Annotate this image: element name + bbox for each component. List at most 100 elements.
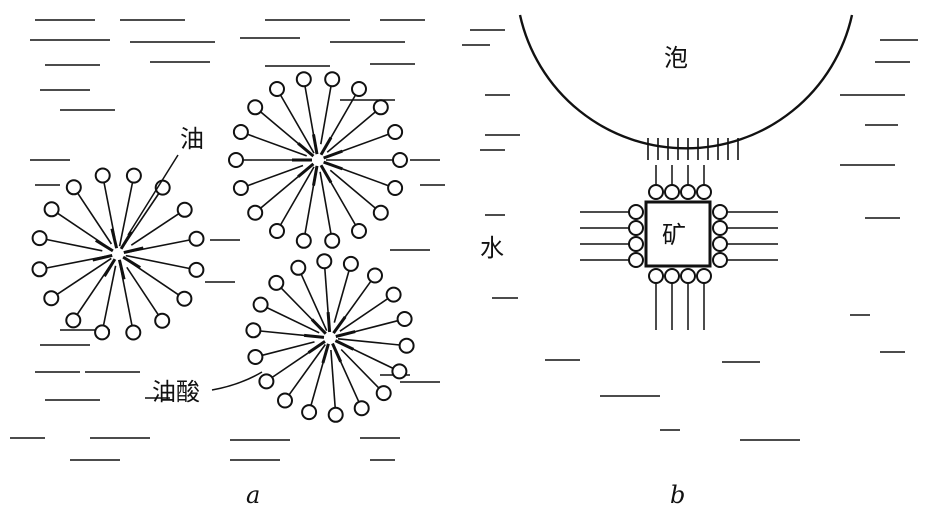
oleic-acid-head — [375, 385, 392, 402]
oleic-acid-tail — [300, 273, 328, 332]
oleic-acid-head — [228, 152, 244, 168]
oleic-acid-tail — [57, 212, 112, 251]
oleic-acid-tail — [319, 171, 332, 235]
oleic-acid-tail — [332, 133, 389, 156]
oleic-acid-tail — [77, 192, 113, 245]
oleic-acid-tail — [262, 341, 315, 357]
oleic-acid-head — [387, 180, 404, 196]
oleic-acid-tail — [56, 257, 112, 295]
collector-head — [712, 204, 728, 220]
oleic-acid-tail — [247, 133, 307, 157]
oleic-acid-head — [94, 324, 111, 341]
oil-segment — [110, 228, 119, 249]
oleic-acid-tail — [304, 175, 316, 235]
oleic-acid-head — [290, 259, 307, 276]
oleic-acid-tail — [330, 349, 336, 408]
oleic-acid-tail — [125, 254, 190, 270]
oleic-acid-tail — [324, 268, 330, 327]
oleic-acid-head — [65, 312, 82, 329]
oleic-acid-head — [269, 81, 285, 97]
oleic-acid-tail — [337, 338, 400, 346]
oleic-acid-tail — [326, 111, 377, 153]
oleic-acid-tail — [329, 169, 377, 209]
oleic-acid-tail — [76, 266, 110, 315]
oleic-acid-tail — [288, 344, 326, 396]
oleic-acid-head — [324, 71, 341, 88]
oil-segment — [103, 258, 117, 277]
oleic-acid-head — [247, 349, 264, 365]
oleic-acid-head — [327, 406, 344, 423]
collector-head — [648, 184, 664, 200]
collector-head — [628, 252, 644, 268]
oleic-acid-tail — [304, 85, 317, 149]
oleic-acid-tail — [321, 94, 357, 154]
oleic-acid-tail — [333, 270, 350, 323]
water-label: 水 — [480, 234, 504, 262]
oleic-acid-head — [367, 267, 383, 284]
oleic-acid-tail — [329, 163, 389, 187]
oleic-acid-label: 油酸 — [152, 378, 200, 406]
oleic-acid-tail — [124, 193, 160, 245]
oleic-acid-head — [247, 99, 264, 116]
oleic-acid-head — [295, 232, 312, 249]
oleic-acid-head — [268, 274, 285, 291]
oleic-acid-head — [43, 290, 60, 307]
oleic-acid-head — [31, 261, 48, 278]
oleic-acid-tail — [266, 306, 320, 334]
panel-b-label: b — [670, 481, 685, 509]
oleic-acid-head — [387, 124, 404, 140]
oleic-acid-head — [353, 400, 370, 417]
collector-head — [664, 184, 680, 200]
oleic-acid-head — [301, 404, 318, 421]
oleic-acid-tail — [340, 342, 394, 370]
collector-head — [628, 204, 644, 220]
oleic-acid-tail — [118, 182, 134, 247]
oleic-acid-head — [385, 286, 402, 303]
collector-head — [648, 268, 664, 284]
oleic-acid-tail — [345, 319, 398, 335]
collector-head — [680, 268, 696, 284]
collector-head — [712, 220, 728, 236]
mineral-collector-heads — [628, 184, 728, 284]
oleic-acid-head — [398, 337, 415, 354]
oleic-acid-tail — [332, 344, 360, 403]
oleic-acid-head — [351, 81, 367, 97]
oleic-acid-head — [125, 324, 142, 341]
collector-head — [680, 184, 696, 200]
oleic-acid-head — [372, 99, 389, 116]
oleic-acid-tail — [259, 111, 307, 151]
oleic-acid-head — [65, 179, 82, 196]
oleic-acid-tail — [127, 260, 179, 296]
oleic-acid-head — [247, 204, 264, 221]
oleic-acid-head — [277, 392, 293, 409]
collector-head — [664, 268, 680, 284]
oleic-acid-tail — [271, 344, 321, 379]
oleic-acid-head — [324, 232, 341, 249]
oleic-acid-tail — [46, 238, 103, 252]
micelle — [228, 71, 408, 249]
collector-head — [628, 220, 644, 236]
panel-a-label: a — [246, 481, 260, 509]
oleic-acid-head — [232, 124, 249, 140]
oleic-acid-head — [188, 261, 205, 278]
oleic-acid-tail — [260, 330, 323, 338]
oil-label: 油 — [180, 125, 204, 153]
oleic-acid-head — [351, 223, 367, 239]
oleic-acid-tail — [259, 167, 310, 209]
oleic-acid-tail — [339, 297, 389, 332]
oleic-acid-tail — [280, 287, 320, 328]
micelle — [245, 253, 415, 423]
oleic-acid-head — [295, 71, 312, 88]
oleic-acid-head — [392, 152, 408, 168]
bubble-arc — [518, 14, 854, 150]
oleic-acid-head — [269, 223, 285, 239]
mineral-particle — [644, 200, 712, 268]
oleic-acid-head — [31, 230, 48, 247]
water-lines-b — [462, 29, 918, 441]
oleic-acid-tail — [103, 182, 116, 239]
oleic-acid-tail — [334, 280, 372, 332]
oleic-acid-head — [43, 201, 60, 218]
oleic-acid-tail — [340, 348, 380, 389]
oleic-acid-leader-line — [211, 371, 263, 391]
collector-head — [712, 236, 728, 252]
